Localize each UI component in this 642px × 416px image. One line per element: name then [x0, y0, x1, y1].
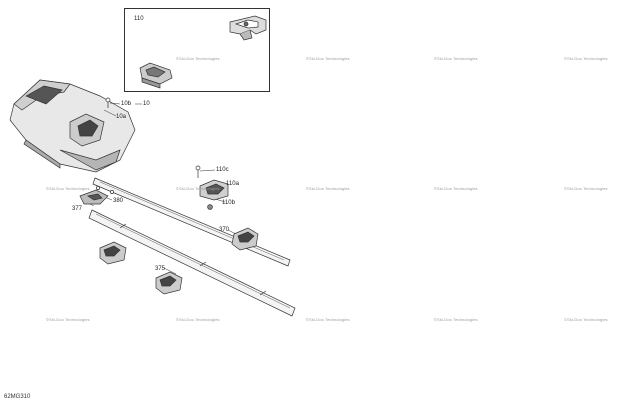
slider-shoe-375 [155, 271, 183, 295]
callout-110a: 110a [226, 181, 239, 187]
callout-380: 380 [113, 198, 124, 204]
callout-10b: 10b [121, 101, 132, 107]
bracket-110a [195, 165, 229, 210]
inset-bracket-lower [139, 62, 173, 89]
watermark: ©Ski-Doo Technologies [46, 317, 90, 322]
callout-10: 10 [143, 101, 150, 107]
watermark: ©Ski-Doo Technologies [434, 317, 478, 322]
callout-10a: 10a [116, 114, 127, 120]
watermark: ©Ski-Doo Technologies [564, 186, 608, 191]
callout-110: 110 [134, 16, 144, 22]
callout-110c: 110c [216, 167, 229, 173]
watermark: ©Ski-Doo Technologies [306, 56, 350, 61]
watermark: ©Ski-Doo Technologies [176, 317, 220, 322]
watermark: ©Ski-Doo Technologies [306, 317, 350, 322]
slider-shoe-370 [231, 227, 259, 251]
detail-inset-box [124, 8, 270, 92]
callout-370: 370 [219, 227, 230, 233]
watermark: ©Ski-Doo Technologies [46, 186, 90, 191]
callout-377: 377 [72, 206, 83, 212]
drawing-code: 62MG310 [4, 394, 31, 400]
watermark: ©Ski-Doo Technologies [176, 186, 220, 191]
tunnel-body [9, 79, 136, 173]
watermark: ©Ski-Doo Technologies [434, 186, 478, 191]
callout-110b: 110b [222, 200, 235, 206]
watermark: ©Ski-Doo Technologies [176, 56, 220, 61]
watermark: ©Ski-Doo Technologies [564, 56, 608, 61]
watermark: ©Ski-Doo Technologies [564, 317, 608, 322]
watermark: ©Ski-Doo Technologies [434, 56, 478, 61]
slide-rail-lower [88, 209, 296, 317]
bracket-380 [79, 186, 114, 205]
slider-shoe-left [99, 241, 127, 265]
callout-375: 375 [155, 266, 166, 272]
inset-bracket-upper [229, 15, 267, 41]
watermark: ©Ski-Doo Technologies [306, 186, 350, 191]
screw-10b [105, 97, 111, 108]
